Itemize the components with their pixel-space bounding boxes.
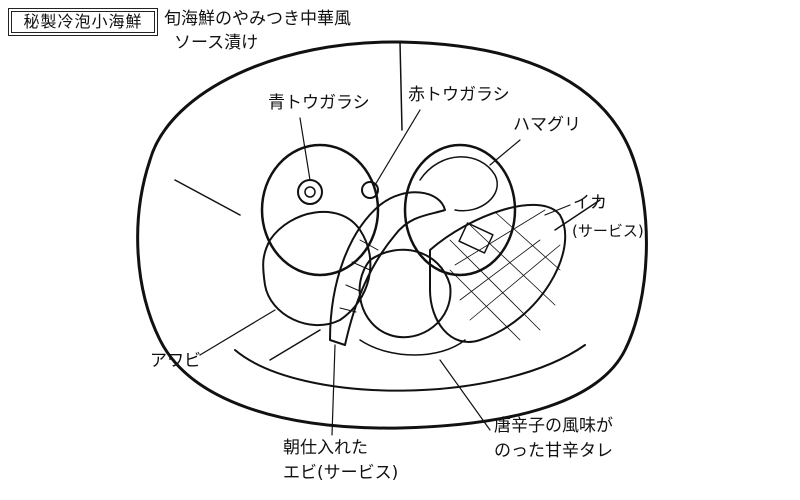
dish-title: 秘製冷泡小海鮮 (8, 8, 158, 36)
label-sauce-line1: 唐辛子の風味が (494, 416, 613, 436)
green-chili-ring (297, 179, 323, 205)
squid-piece (458, 222, 494, 254)
subtitle-line1: 旬海鮮のやみつき中華風 (164, 9, 351, 29)
label-squid-note: (サービス) (572, 222, 644, 240)
squid (429, 203, 567, 343)
red-chili-ring (361, 181, 379, 199)
abalone (262, 210, 372, 326)
subtitle-line2: ソース漬け (174, 33, 259, 53)
scallop-meat (358, 248, 452, 339)
shrimp (329, 191, 446, 346)
label-abalone: アワビ (150, 351, 201, 371)
label-shrimp-line2: エビ(サービス) (283, 463, 399, 483)
label-clam: ハマグリ (513, 115, 581, 135)
label-red-chili: 赤トウガラシ (408, 85, 510, 105)
squid-crosshatch (449, 209, 561, 341)
label-sauce-line2: のった甘辛タレ (494, 441, 613, 461)
label-green-chili: 青トウガラシ (268, 93, 370, 113)
bowl-outer-rim (136, 40, 648, 430)
label-squid: イカ (573, 193, 607, 213)
clam-meat (419, 156, 498, 212)
bowl-inner-rim (234, 344, 586, 392)
clam-shell-left (260, 143, 380, 277)
sauce-pool (359, 339, 466, 356)
bowl-segment-lines (174, 41, 601, 361)
clam-shell-right (403, 143, 517, 277)
leader-lines (199, 109, 571, 436)
label-shrimp-line1: 朝仕入れた (283, 438, 368, 458)
